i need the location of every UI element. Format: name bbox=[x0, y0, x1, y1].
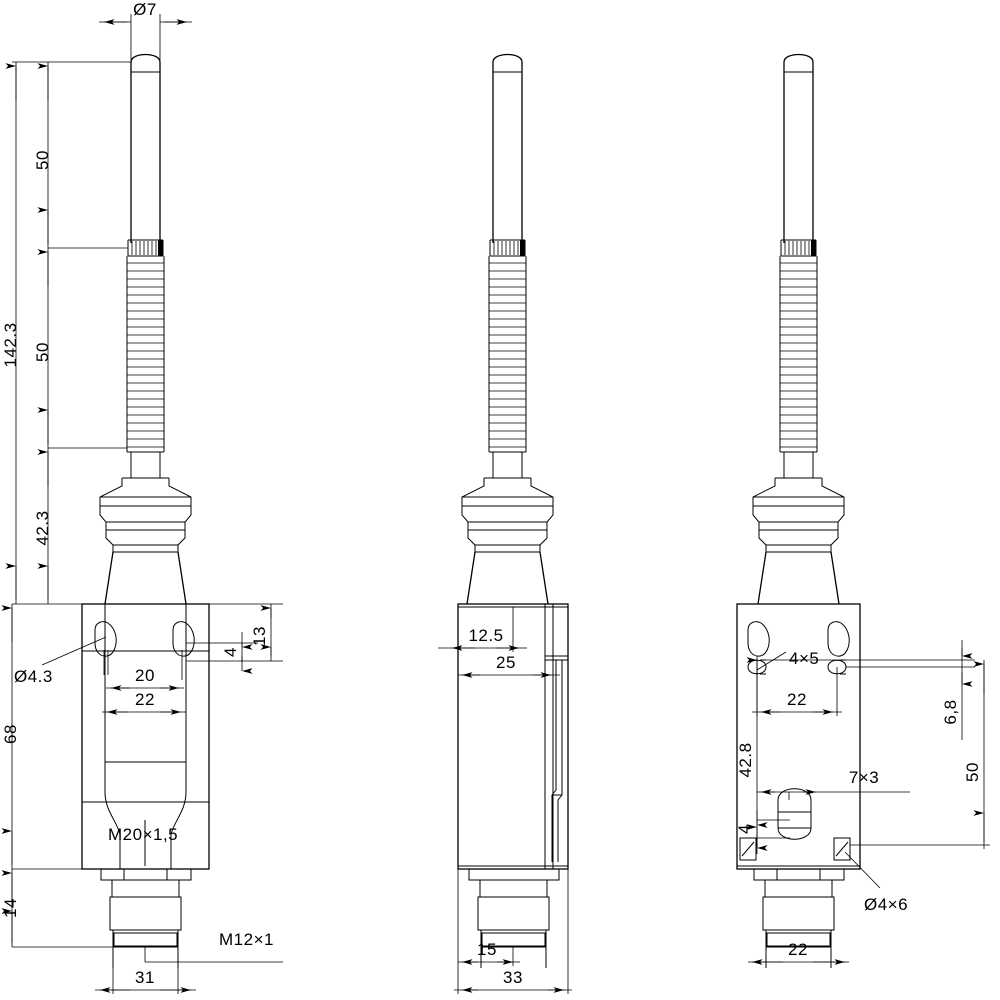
dim-label-rod-diameter: Ø7 bbox=[133, 0, 157, 19]
dim-label-body-height: 68 bbox=[1, 724, 20, 744]
front-view bbox=[81, 53, 210, 968]
side-connector bbox=[468, 868, 560, 968]
dim-label-height-50: 50 bbox=[963, 762, 982, 782]
side-bellows-boot bbox=[461, 477, 554, 553]
dim-label-hole-bottom: Ø4×6 bbox=[864, 895, 908, 914]
dim-label-slot-diameter: Ø4.3 bbox=[14, 667, 53, 686]
side-actuator-rod bbox=[492, 53, 523, 243]
side-spring-coils bbox=[488, 256, 527, 452]
dim-offset-left: 12.5 bbox=[438, 607, 527, 652]
dim-label-offset-6-8: 6,8 bbox=[941, 699, 960, 724]
dim-offset-4: 4 bbox=[735, 810, 790, 851]
dim-label-base-width: 22 bbox=[788, 940, 808, 959]
rear-slot-upper-left bbox=[747, 621, 770, 657]
dim-rod-diameter: Ø7 bbox=[99, 0, 192, 62]
front-actuator-rod bbox=[130, 53, 161, 243]
dim-slot-offset: 4 bbox=[186, 632, 283, 674]
front-connector bbox=[100, 868, 192, 968]
dim-label-body-depth: 25 bbox=[496, 653, 516, 672]
dim-body-width: 31 bbox=[95, 968, 196, 994]
dim-label-hole-spacing: 22 bbox=[787, 690, 807, 709]
side-spring-collar bbox=[489, 239, 526, 257]
rear-slot-upper-right bbox=[827, 621, 850, 657]
dim-label-slot-7x3: 7×3 bbox=[849, 768, 879, 787]
dim-label-body-width: 31 bbox=[135, 968, 155, 987]
dim-thread-connector: M12×1 bbox=[144, 930, 283, 963]
side-body-taper bbox=[466, 551, 549, 605]
rear-notch-right bbox=[833, 837, 851, 861]
dim-hole-small: 4×5 bbox=[756, 649, 819, 671]
dim-label-offset-4: 4 bbox=[735, 824, 754, 834]
rear-housing bbox=[736, 603, 861, 870]
dim-label-slot-spacing-inner: 20 bbox=[135, 666, 155, 685]
rear-spring-collar bbox=[780, 239, 817, 257]
dim-rod-upper: 50 bbox=[33, 62, 52, 248]
dim-boot-to-body: 42.3 bbox=[33, 448, 52, 604]
front-inner-body bbox=[104, 604, 187, 869]
front-bellows-boot bbox=[99, 478, 192, 553]
dim-body-depth: 25 bbox=[458, 607, 560, 680]
front-mounting-slot-left bbox=[94, 621, 117, 675]
dim-connector-offset: 15 bbox=[458, 940, 520, 966]
rear-stem bbox=[780, 451, 817, 478]
dim-label-offset-left: 12.5 bbox=[468, 626, 503, 645]
dim-total-depth: 33 bbox=[454, 869, 572, 994]
dim-label-total-depth: 33 bbox=[503, 968, 523, 987]
dim-label-slot-offset: 4 bbox=[221, 647, 240, 657]
front-body-taper bbox=[104, 551, 187, 605]
dim-label-boot-to-body: 42.3 bbox=[33, 510, 52, 545]
rear-center-oval bbox=[777, 788, 812, 840]
front-stem bbox=[122, 451, 169, 479]
front-dimensions: Ø7 142.3 50 50 bbox=[1, 0, 283, 994]
side-stem bbox=[489, 451, 526, 478]
dim-height-50: 50 bbox=[850, 660, 990, 849]
front-spring-coils bbox=[126, 256, 165, 452]
side-dimensions: 12.5 25 15 33 bbox=[438, 607, 572, 994]
rear-actuator-rod bbox=[783, 53, 814, 243]
rear-dimensions: 4×5 22 42.8 7×3 bbox=[735, 640, 990, 966]
rear-view bbox=[736, 53, 861, 968]
dim-slot-from-top: 13 bbox=[209, 603, 283, 661]
dim-label-total-height: 142.3 bbox=[1, 322, 20, 367]
dim-thread-body: M20×1,5 bbox=[108, 825, 178, 844]
dim-label-rod-upper: 50 bbox=[33, 150, 52, 170]
dim-label-slot-spacing-outer: 22 bbox=[135, 690, 155, 709]
dim-spring-section: 50 bbox=[33, 248, 52, 448]
dim-label-height-42-8: 42.8 bbox=[736, 742, 755, 777]
dim-offset-6-8: 6,8 bbox=[766, 640, 975, 740]
rear-spring-coils bbox=[779, 256, 818, 452]
dim-connector-height: 14 bbox=[1, 869, 113, 948]
rear-bellows-boot bbox=[752, 477, 845, 553]
dim-label-spring-section: 50 bbox=[33, 342, 52, 362]
dim-slot-spacing-inner: 20 bbox=[106, 666, 184, 691]
dim-label-thread-body: M20×1,5 bbox=[108, 825, 178, 844]
dim-label-hole-small: 4×5 bbox=[789, 649, 819, 668]
front-mounting-slot-right bbox=[172, 621, 195, 680]
dim-hole-bottom: Ø4×6 bbox=[844, 851, 908, 914]
dim-base-width: 22 bbox=[748, 940, 849, 966]
rear-notch-left bbox=[739, 837, 757, 861]
dim-label-connector-offset: 15 bbox=[477, 940, 497, 959]
dim-slot-spacing-outer: 22 bbox=[102, 690, 186, 715]
dim-slot-7x3: 7×3 bbox=[757, 768, 910, 800]
dim-slot-diameter: Ø4.3 bbox=[14, 636, 107, 686]
dim-label-slot-from-top: 13 bbox=[250, 626, 269, 646]
dim-body-height: 68 bbox=[1, 604, 101, 870]
side-view bbox=[457, 53, 569, 968]
dim-label-connector-height: 14 bbox=[1, 898, 20, 918]
front-spring-collar bbox=[127, 239, 164, 257]
rear-body-taper bbox=[757, 551, 840, 605]
dim-label-thread-connector: M12×1 bbox=[219, 930, 274, 949]
dim-total-height: 142.3 bbox=[1, 62, 20, 604]
